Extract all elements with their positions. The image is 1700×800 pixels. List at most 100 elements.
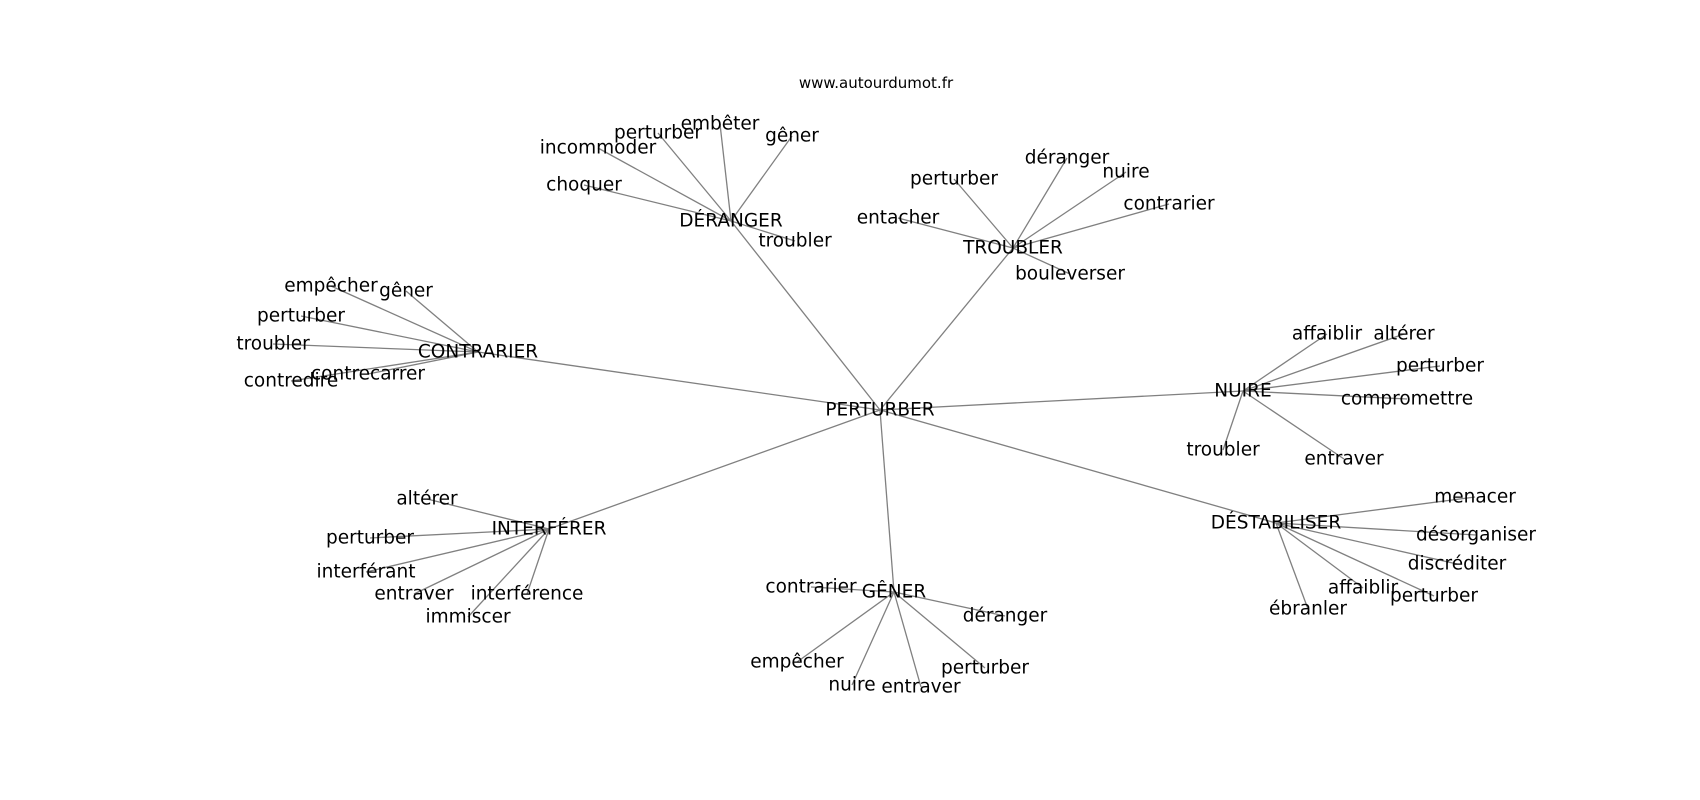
leaf-node-label: interférence <box>471 584 584 605</box>
edge-root-hub <box>879 409 895 593</box>
root-node-label: PERTURBER <box>825 400 934 421</box>
edge-hub-leaf <box>1242 390 1408 400</box>
leaf-node-label: entraver <box>374 584 454 605</box>
edge-hub-leaf <box>1242 333 1405 392</box>
edge-root-hub <box>548 409 881 530</box>
hub-node-label: GÊNER <box>862 581 927 603</box>
edge-hub-leaf <box>897 217 1014 249</box>
edge-hub-leaf <box>1012 247 1071 275</box>
edge-hub-leaf <box>1275 522 1309 610</box>
leaf-node-label: contrecarrer <box>311 364 425 385</box>
edge-hub-leaf <box>369 528 550 539</box>
edge-hub-leaf <box>526 528 550 595</box>
edge-hub-leaf <box>1012 171 1127 249</box>
leaf-node-label: gêner <box>765 126 819 147</box>
edge-hub-leaf <box>730 220 796 242</box>
hub-node-label: DÉSTABILISER <box>1211 512 1342 534</box>
graph-edges <box>272 123 1477 688</box>
leaf-node-label: nuire <box>828 675 875 696</box>
leaf-node-label: perturber <box>257 306 345 327</box>
edge-hub-leaf <box>796 591 895 663</box>
edge-root-hub <box>477 351 881 411</box>
edge-hub-leaf <box>1275 522 1364 589</box>
edge-hub-leaf <box>365 528 550 573</box>
edge-hub-leaf <box>730 135 793 222</box>
leaf-node-label: compromettre <box>1341 389 1473 410</box>
leaf-node-label: menacer <box>1434 487 1516 508</box>
edge-hub-leaf <box>719 123 732 222</box>
edge-root-hub <box>879 390 1244 411</box>
edge-hub-leaf <box>597 147 732 222</box>
edge-hub-leaf <box>1012 157 1068 249</box>
leaf-node-label: entraver <box>1304 449 1384 470</box>
leaf-node-label: bouleverser <box>1015 264 1125 285</box>
leaf-node-label: troubler <box>1186 440 1260 461</box>
hub-node-label: NUIRE <box>1214 381 1271 402</box>
leaf-node-label: altérer <box>396 489 458 510</box>
edge-hub-leaf <box>426 498 550 530</box>
leaf-node-label: affaiblir <box>1328 578 1399 599</box>
leaf-node-label: perturber <box>614 123 702 144</box>
leaf-node-label: embêter <box>681 114 760 135</box>
edge-hub-leaf <box>893 591 1006 617</box>
hub-node-label: INTERFÉRER <box>492 518 607 540</box>
edge-hub-leaf <box>1275 522 1458 565</box>
edge-hub-leaf <box>1242 390 1345 460</box>
edge-root-hub <box>879 409 1277 524</box>
leaf-node-label: déranger <box>1025 148 1110 169</box>
edge-hub-leaf <box>330 285 479 353</box>
leaf-node-label: choquer <box>546 175 622 196</box>
leaf-node-label: empêcher <box>284 276 378 297</box>
leaf-node-label: discréditer <box>1408 554 1507 575</box>
leaf-node-label: troubler <box>758 231 832 252</box>
edge-hub-leaf <box>272 343 479 353</box>
site-url-text: www.autourdumot.fr <box>799 74 954 92</box>
edge-hub-leaf <box>1012 203 1170 249</box>
edge-hub-leaf <box>583 184 732 222</box>
edge-hub-leaf <box>851 591 895 686</box>
leaf-node-label: altérer <box>1373 324 1435 345</box>
leaf-node-label: entraver <box>881 677 961 698</box>
edge-hub-leaf <box>290 351 479 382</box>
leaf-node-label: contredire <box>244 371 339 392</box>
edge-hub-leaf <box>413 528 550 595</box>
leaf-node-label: désorganiser <box>1416 525 1536 546</box>
leaf-node-label: entacher <box>857 208 940 229</box>
edge-hub-leaf <box>1275 496 1476 524</box>
leaf-node-label: perturber <box>1390 586 1478 607</box>
edge-hub-leaf <box>1242 333 1328 392</box>
leaf-node-label: perturber <box>1396 356 1484 377</box>
leaf-node-label: affaiblir <box>1292 324 1363 345</box>
edge-hub-leaf <box>953 178 1014 249</box>
edge-hub-leaf <box>1275 522 1477 536</box>
edge-hub-leaf <box>367 351 479 375</box>
edge-root-hub <box>730 220 881 411</box>
edge-hub-leaf <box>1222 390 1244 451</box>
leaf-node-label: immiscer <box>425 607 511 628</box>
leaf-node-label: perturber <box>326 528 414 549</box>
leaf-node-label: ébranler <box>1269 599 1347 620</box>
hub-node-label: TROUBLER <box>962 238 1063 259</box>
leaf-node-label: contrarier <box>765 577 857 598</box>
edge-hub-leaf <box>300 315 479 353</box>
edge-hub-leaf <box>405 290 479 353</box>
leaf-node-label: perturber <box>910 169 998 190</box>
edge-root-hub <box>879 247 1014 411</box>
leaf-node-label: contrarier <box>1123 194 1215 215</box>
leaf-node-label: perturber <box>941 658 1029 679</box>
leaf-node-label: gêner <box>379 281 433 302</box>
graph-labels: PERTURBERDÉRANGERincommoderperturberembê… <box>236 114 1536 698</box>
leaf-node-label: incommoder <box>540 138 657 159</box>
leaf-node-label: troubler <box>236 334 310 355</box>
edge-hub-leaf <box>893 591 922 688</box>
edge-hub-leaf <box>810 586 895 593</box>
leaf-node-label: déranger <box>963 606 1048 627</box>
hub-node-label: DÉRANGER <box>679 210 783 232</box>
leaf-node-label: interférant <box>317 562 416 583</box>
leaf-node-label: nuire <box>1102 162 1149 183</box>
edge-hub-leaf <box>657 132 732 222</box>
leaf-node-label: empêcher <box>750 652 844 673</box>
edge-hub-leaf <box>893 591 986 669</box>
edge-hub-leaf <box>1242 365 1441 392</box>
